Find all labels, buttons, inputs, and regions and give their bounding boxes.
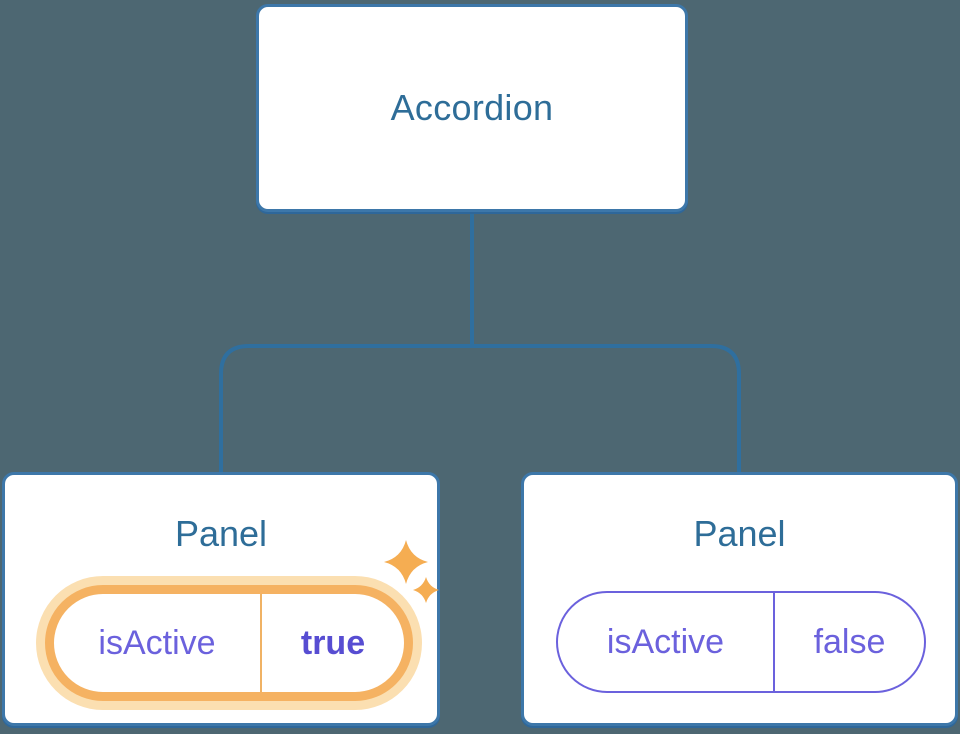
branch-line	[219, 344, 741, 474]
panel-title: Panel	[174, 513, 268, 554]
state-value-label: true	[300, 623, 366, 662]
state-value-label: false	[813, 622, 886, 661]
state-pill-inactive: isActive false	[556, 591, 926, 693]
pill-divider	[260, 594, 262, 692]
panel-title: Panel	[693, 513, 786, 554]
accordion-node: Accordion	[256, 4, 688, 212]
state-name-label: isActive	[606, 622, 725, 661]
sparkles-icon	[384, 540, 439, 603]
sparkle-large	[384, 540, 428, 584]
accordion-label: Accordion	[390, 87, 554, 128]
state-name-label: isActive	[98, 623, 216, 662]
pill-divider	[773, 593, 775, 691]
sparkle-small	[413, 577, 439, 603]
state-pill-active: isActive true	[45, 585, 413, 701]
panel-node-inactive: Panel isActive false	[521, 472, 958, 726]
panel-node-active: Panel isActive true	[2, 472, 440, 726]
